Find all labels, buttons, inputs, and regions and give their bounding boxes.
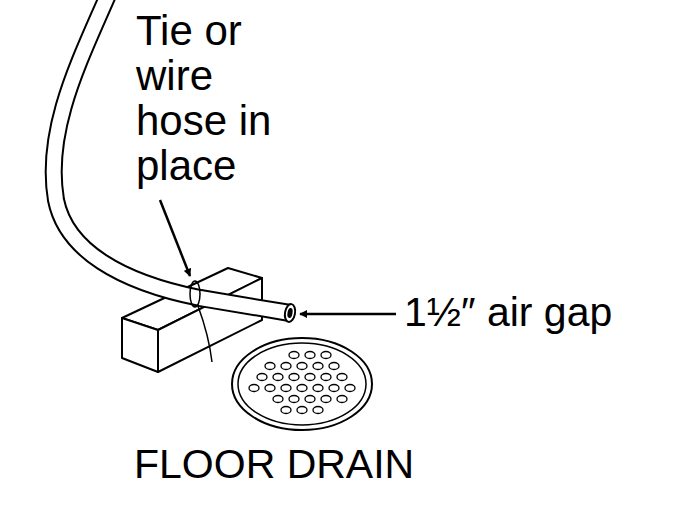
leader-arrow bbox=[300, 313, 396, 316]
floor-drain bbox=[232, 338, 372, 430]
leader-arrow bbox=[160, 200, 190, 276]
callout-note: Tie or wire hose in place bbox=[136, 8, 314, 188]
tie-wire bbox=[190, 281, 212, 362]
dimension-label: 1½″ air gap bbox=[404, 288, 694, 336]
part-name: FLOOR DRAIN bbox=[134, 440, 534, 488]
